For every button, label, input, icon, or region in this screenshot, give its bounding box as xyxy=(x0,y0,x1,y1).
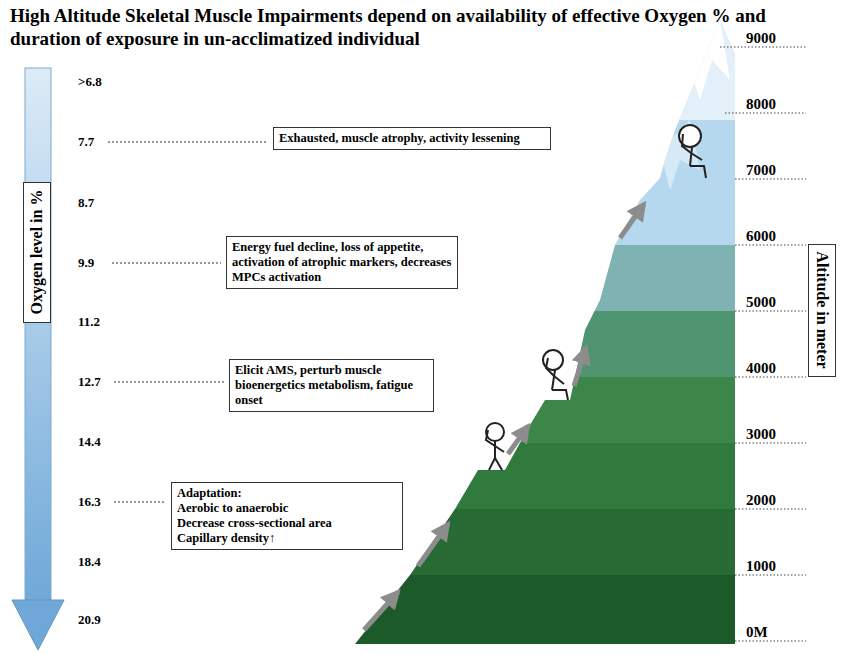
axis-title-box: Altitude in meter xyxy=(808,244,836,377)
oxygen-value: 9.9 xyxy=(78,255,94,271)
callout-text: Exhausted, muscle atrophy, activity less… xyxy=(279,131,545,146)
altitude-ticks xyxy=(720,47,806,641)
altitude-value: 2000 xyxy=(746,492,776,508)
callout-box: Energy fuel decline, loss of appetite, a… xyxy=(226,236,458,289)
oxygen-value: 20.9 xyxy=(78,612,101,628)
altitude-value: 9000 xyxy=(746,30,776,46)
oxygen-value: 16.3 xyxy=(78,494,101,510)
callout-text: Energy fuel decline, loss of appetite, a… xyxy=(232,240,452,285)
altitude-value: 6000 xyxy=(746,228,776,244)
callout-line: Aerobic to anaerobic xyxy=(177,501,397,516)
altitude-value: 7000 xyxy=(746,162,776,178)
callout-line: Decrease cross-sectional area xyxy=(177,516,397,531)
altitude-value: 1000 xyxy=(746,558,776,574)
oxygen-value: 18.4 xyxy=(78,554,101,570)
diagram-title: High Altitude Skeletal Muscle Impairment… xyxy=(10,4,800,50)
altitude-value: 3000 xyxy=(746,426,776,442)
callout-box: Adaptation:Aerobic to anaerobicDecrease … xyxy=(171,482,403,550)
oxygen-value: 12.7 xyxy=(78,374,101,390)
callout-line: Capillary density↑ xyxy=(177,531,397,546)
axis-title: Oxygen level in % xyxy=(28,190,46,315)
oxygen-arrow xyxy=(12,68,64,650)
altitude-value: 0M xyxy=(746,624,768,640)
oxygen-value: 14.4 xyxy=(78,434,101,450)
callout-text: Adaptation: xyxy=(177,486,397,501)
altitude-value: 8000 xyxy=(746,96,776,112)
altitude-value: 5000 xyxy=(746,294,776,310)
callout-box: Exhausted, muscle atrophy, activity less… xyxy=(273,127,551,150)
oxygen-value: 11.2 xyxy=(78,314,100,330)
leader-lines xyxy=(108,142,268,502)
climber-figures xyxy=(486,125,706,470)
callout-box: Elicit AMS, perturb muscle bioenergetics… xyxy=(229,359,434,412)
oxygen-value: >6.8 xyxy=(78,74,102,90)
oxygen-value: 7.7 xyxy=(78,134,94,150)
axis-title: Altitude in meter xyxy=(813,251,831,368)
axis-title-box: Oxygen level in % xyxy=(23,182,51,323)
oxygen-value: 8.7 xyxy=(78,195,94,211)
altitude-value: 4000 xyxy=(746,360,776,376)
callout-text: Elicit AMS, perturb muscle bioenergetics… xyxy=(235,363,428,408)
mountain xyxy=(340,0,760,645)
